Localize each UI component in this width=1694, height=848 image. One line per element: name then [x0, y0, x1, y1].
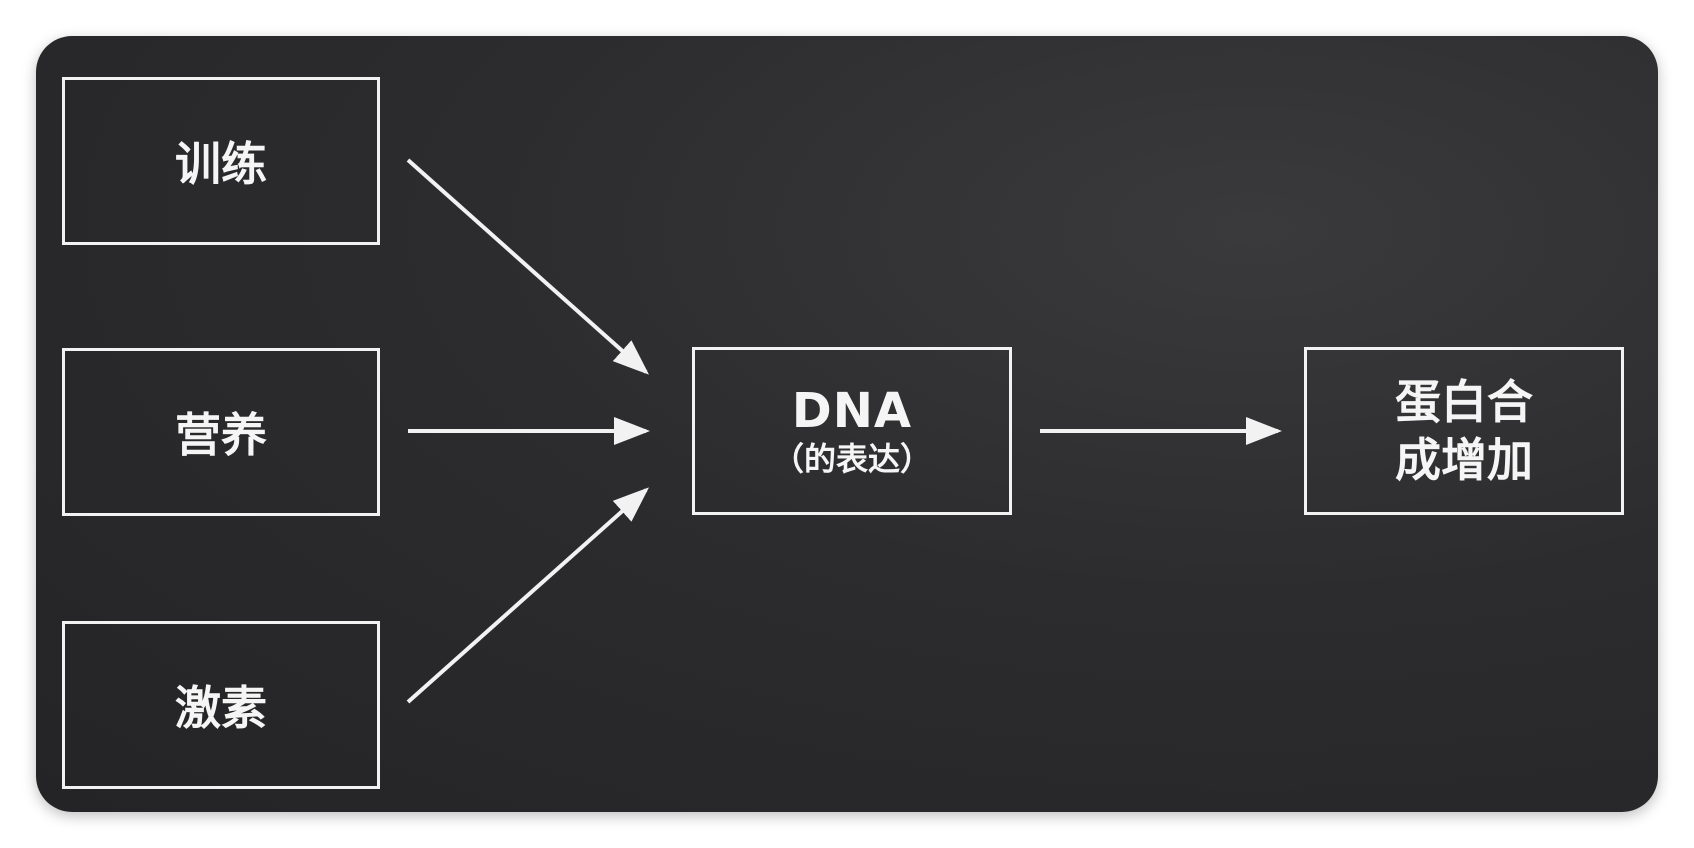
- node-dna: DNA （的表达）: [692, 347, 1012, 515]
- node-nutrition: 营养: [62, 348, 380, 516]
- node-dna-subtitle: （的表达）: [771, 440, 932, 478]
- node-training-label: 训练: [175, 137, 267, 191]
- node-protein-synthesis-line2: 成增加: [1395, 433, 1533, 487]
- node-training: 训练: [62, 77, 380, 245]
- node-protein-synthesis: 蛋白合 成增加: [1304, 347, 1624, 515]
- node-protein-synthesis-line1: 蛋白合: [1395, 375, 1533, 429]
- node-dna-title: DNA: [791, 383, 913, 439]
- arrow-hormones-to-dna: [406, 487, 649, 704]
- node-hormones: 激素: [62, 621, 380, 789]
- arrows-layer: [406, 158, 1282, 704]
- arrow-training-to-dna: [406, 158, 649, 375]
- node-nutrition-label: 营养: [175, 408, 267, 462]
- node-hormones-label: 激素: [175, 681, 267, 735]
- diagram-panel: 训练 营养 激素 DNA （的表达） 蛋白合 成增加: [36, 36, 1658, 812]
